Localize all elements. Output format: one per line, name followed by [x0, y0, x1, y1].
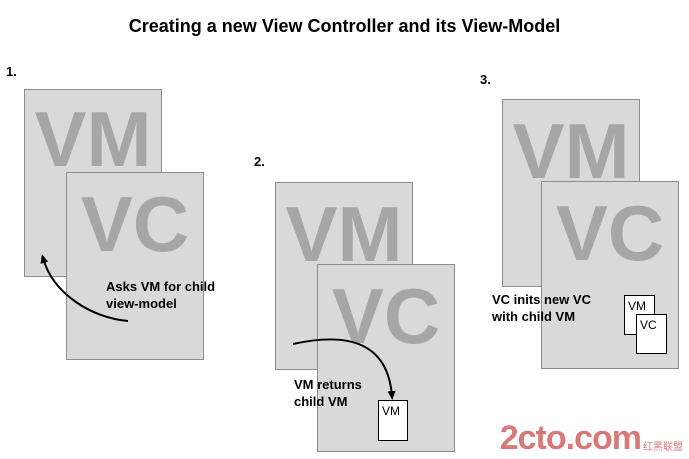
step-1-caption: Asks VM for child view-model — [106, 279, 216, 311]
step-3-number: 3. — [480, 72, 491, 87]
diagram-title: Creating a new View Controller and its V… — [128, 16, 561, 36]
site-watermark: 2cto.com 红黑联盟 — [500, 421, 683, 455]
step-2-child-vm-box: VM — [378, 400, 408, 441]
watermark-logo-text: 2cto.com — [499, 419, 642, 457]
step-3-child-vc-box: VC — [636, 314, 667, 354]
step-3-caption: VC inits new VC with child VM — [492, 292, 591, 324]
step-1-vc-letters: VC — [80, 180, 190, 268]
step-2-child-vm-label: VM — [382, 404, 400, 418]
step-1-number: 1. — [6, 64, 17, 79]
step-3-child-vm-label: VM — [628, 299, 646, 313]
step-2-caption: VM returns child VM — [294, 377, 362, 409]
step-1-vc-card: VC — [66, 172, 204, 360]
step-3-vc-letters: VC — [555, 189, 665, 277]
step-1-vm-letters: VM — [34, 95, 152, 183]
step-2-number: 2. — [254, 154, 265, 169]
step-2-vm-letters: VM — [285, 190, 403, 278]
watermark-subtext: 红黑联盟 — [643, 442, 683, 453]
step-3-child-vc-label: VC — [640, 318, 657, 332]
step-2-return-arrow — [292, 338, 396, 400]
step-3-vm-letters: VM — [512, 107, 630, 195]
step-1-request-arrow — [40, 254, 129, 322]
